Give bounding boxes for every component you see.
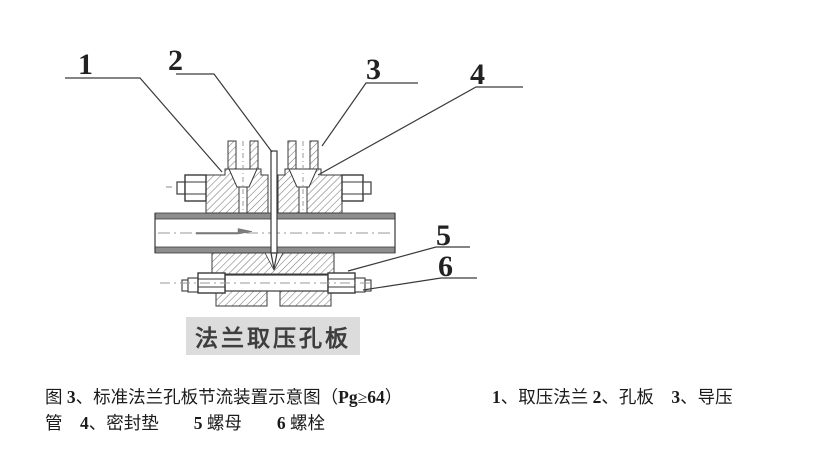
upper-flange-assembly — [205, 168, 343, 214]
callout-line-4 — [317, 86, 523, 176]
part-number: 2 — [592, 387, 602, 407]
part-number: 4 — [80, 413, 89, 433]
orifice-plate — [270, 150, 278, 270]
tube-wall — [249, 140, 259, 170]
bolt-tip-left — [181, 279, 189, 292]
part-number: 6 — [276, 413, 286, 433]
callout-line-6 — [362, 277, 477, 291]
pressure-passage-channel-right — [298, 186, 308, 214]
impulse-tube-right — [287, 140, 319, 212]
callout-label-5: 5 — [436, 219, 451, 252]
drawing-caption-plate: 法兰取压孔板 — [186, 317, 360, 355]
figure-number: 3 — [66, 387, 76, 407]
bolt-tip — [362, 181, 372, 195]
bolt-tip-right — [364, 279, 372, 292]
drawing-caption: 法兰取压孔板 — [195, 325, 351, 351]
callout-label-1: 1 — [78, 48, 93, 81]
lower-flange-far-right — [279, 290, 332, 307]
part-number: 5 — [193, 413, 203, 433]
part-name: 管 — [45, 413, 80, 433]
tube-wall — [287, 140, 297, 170]
orifice-plate-body — [270, 150, 278, 254]
bolt-head — [341, 174, 364, 202]
nut-collar-left — [187, 277, 199, 293]
callout-label-6: 6 — [438, 250, 453, 283]
part-number: 1 — [492, 387, 501, 407]
callout-label-3: 3 — [366, 53, 381, 86]
parts-legend-line1: 1、取压法兰 2、孔板 3、导压 — [492, 386, 733, 410]
part-name: 、导压 — [680, 387, 733, 407]
figure-caption-text: ≥ — [357, 387, 368, 407]
bolt-head — [184, 174, 207, 202]
part-name: 、密封垫 — [88, 413, 194, 433]
figure-caption-text: 图 — [45, 387, 67, 407]
figure-caption: 图 3、标准法兰孔板节流装置示意图（Pg≥64） — [45, 386, 402, 410]
figure-caption-text: ） — [384, 387, 403, 407]
orifice-plate-tip — [270, 252, 278, 270]
callout-line-1 — [65, 77, 223, 173]
parts-legend-line2: 管 4、密封垫 5 螺母 6 螺栓 — [45, 412, 325, 436]
bolt-tip — [176, 181, 186, 195]
pressure-passage-channel-left — [238, 186, 248, 214]
part-name: 、孔板 — [601, 387, 672, 407]
part-name: 螺母 — [202, 413, 277, 433]
callout-line-5 — [347, 246, 470, 272]
upper-bolt-right — [341, 174, 372, 202]
part-number: 3 — [671, 387, 681, 407]
callout-line-3 — [321, 82, 418, 147]
figure-caption-text: 、标准法兰孔板节流装置示意图（ — [75, 387, 339, 407]
pressure-rating-symbol: Pg — [338, 387, 358, 407]
callouts — [65, 73, 523, 291]
flow-direction-arrow — [195, 228, 253, 235]
impulse-tube-left — [227, 140, 259, 212]
callout-label-4: 4 — [470, 58, 485, 91]
tube-wall — [227, 140, 237, 170]
upper-bolt-left — [166, 174, 207, 202]
callout-line-2 — [176, 73, 273, 153]
part-name: 、取压法兰 — [500, 387, 593, 407]
tube-wall — [309, 140, 319, 170]
part-name: 螺栓 — [285, 413, 325, 433]
callout-label-2: 2 — [168, 44, 183, 77]
lower-bolt-assembly — [160, 272, 372, 294]
pressure-rating-value: 64 — [367, 387, 385, 407]
